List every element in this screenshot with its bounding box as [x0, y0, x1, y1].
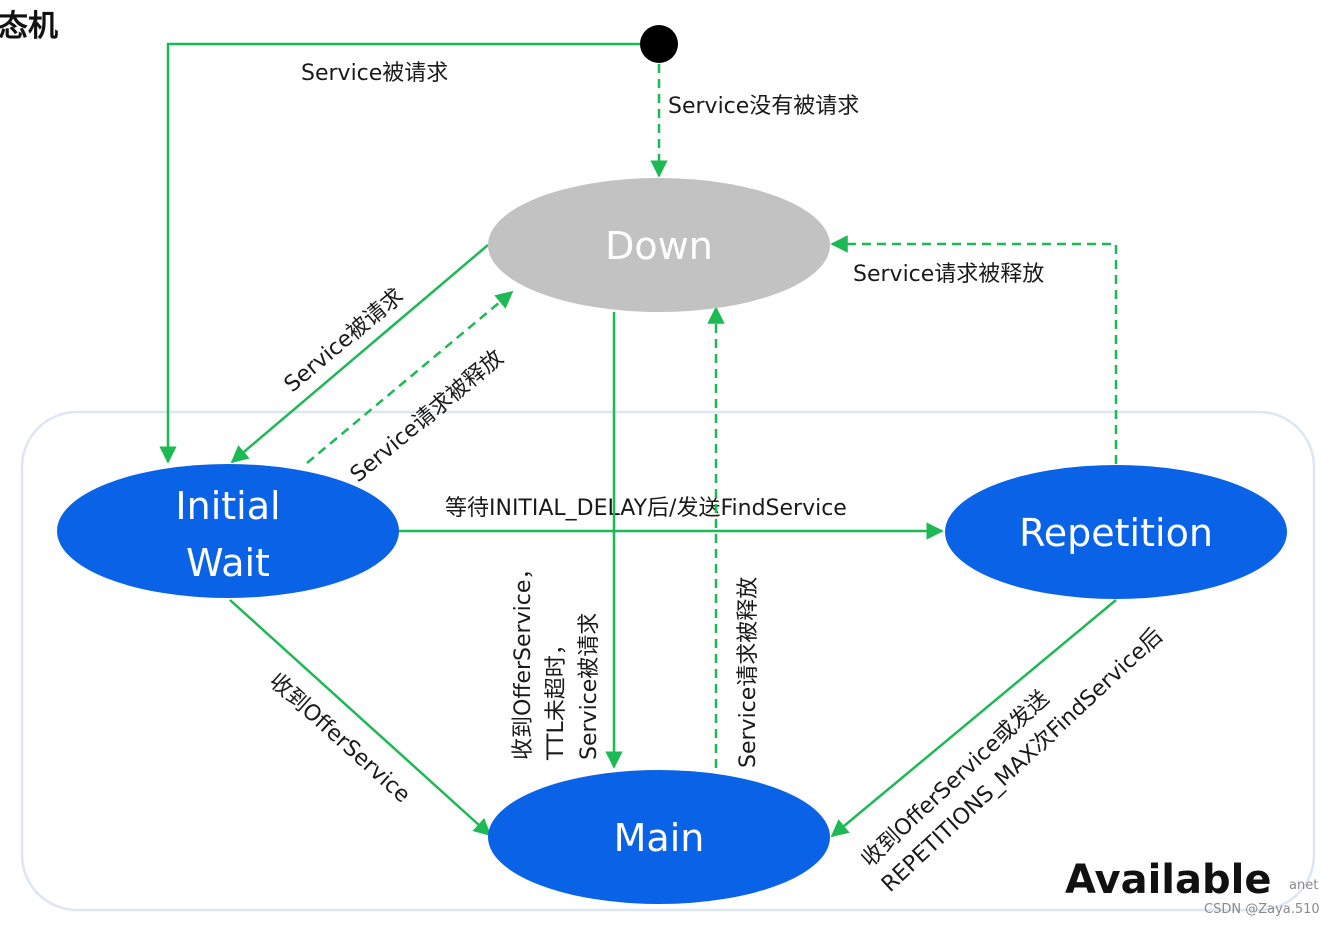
state-repetition: Repetition [945, 465, 1287, 599]
state-main: Main [488, 770, 830, 904]
page-title: 态机 [0, 9, 58, 44]
arrow-start-to-initial [159, 42, 640, 464]
label-down-to-main-line2: TTL未超时， [544, 633, 569, 761]
available-region [20, 410, 1316, 912]
state-initial-wait: Initial Wait [57, 464, 399, 598]
arrow-down-to-initial [230, 244, 489, 464]
initial-pseudostate [640, 25, 678, 63]
label-main-to-down: Service请求被释放 [736, 577, 761, 768]
arrow-repetition-to-down [830, 235, 1118, 464]
label-down-to-main-line1: 收到OfferService， [511, 558, 536, 760]
state-main-label: Main [614, 816, 705, 860]
label-initial-to-main: 收到OfferService [264, 669, 415, 808]
label-down-to-initial: Service被请求 [280, 284, 409, 398]
state-initial-wait-label-line2: Wait [186, 541, 270, 585]
arrow-initial-to-main [229, 599, 492, 837]
label-repetition-to-main-line1: 收到OfferService或发送 [857, 686, 1054, 872]
state-initial-wait-label-line1: Initial [175, 484, 280, 528]
state-repetition-label: Repetition [1019, 511, 1213, 555]
state-down-label: Down [605, 224, 713, 268]
label-initial-to-repetition: 等待INITIAL_DELAY后/发送FindService [445, 496, 847, 521]
watermark-partial: anet [1289, 878, 1318, 893]
available-label: Available [1065, 857, 1271, 903]
state-down: Down [488, 178, 830, 312]
label-initial-to-down: Service请求被释放 [346, 345, 509, 487]
label-repetition-to-down: Service请求被释放 [853, 262, 1044, 287]
watermark-credit: CSDN @Zaya.510 [1204, 902, 1320, 917]
label-start-to-down: Service没有被请求 [668, 94, 859, 119]
label-start-to-initial: Service被请求 [301, 61, 448, 86]
label-down-to-main-line3: Service被请求 [577, 613, 602, 760]
arrow-repetition-to-main [830, 599, 1117, 838]
